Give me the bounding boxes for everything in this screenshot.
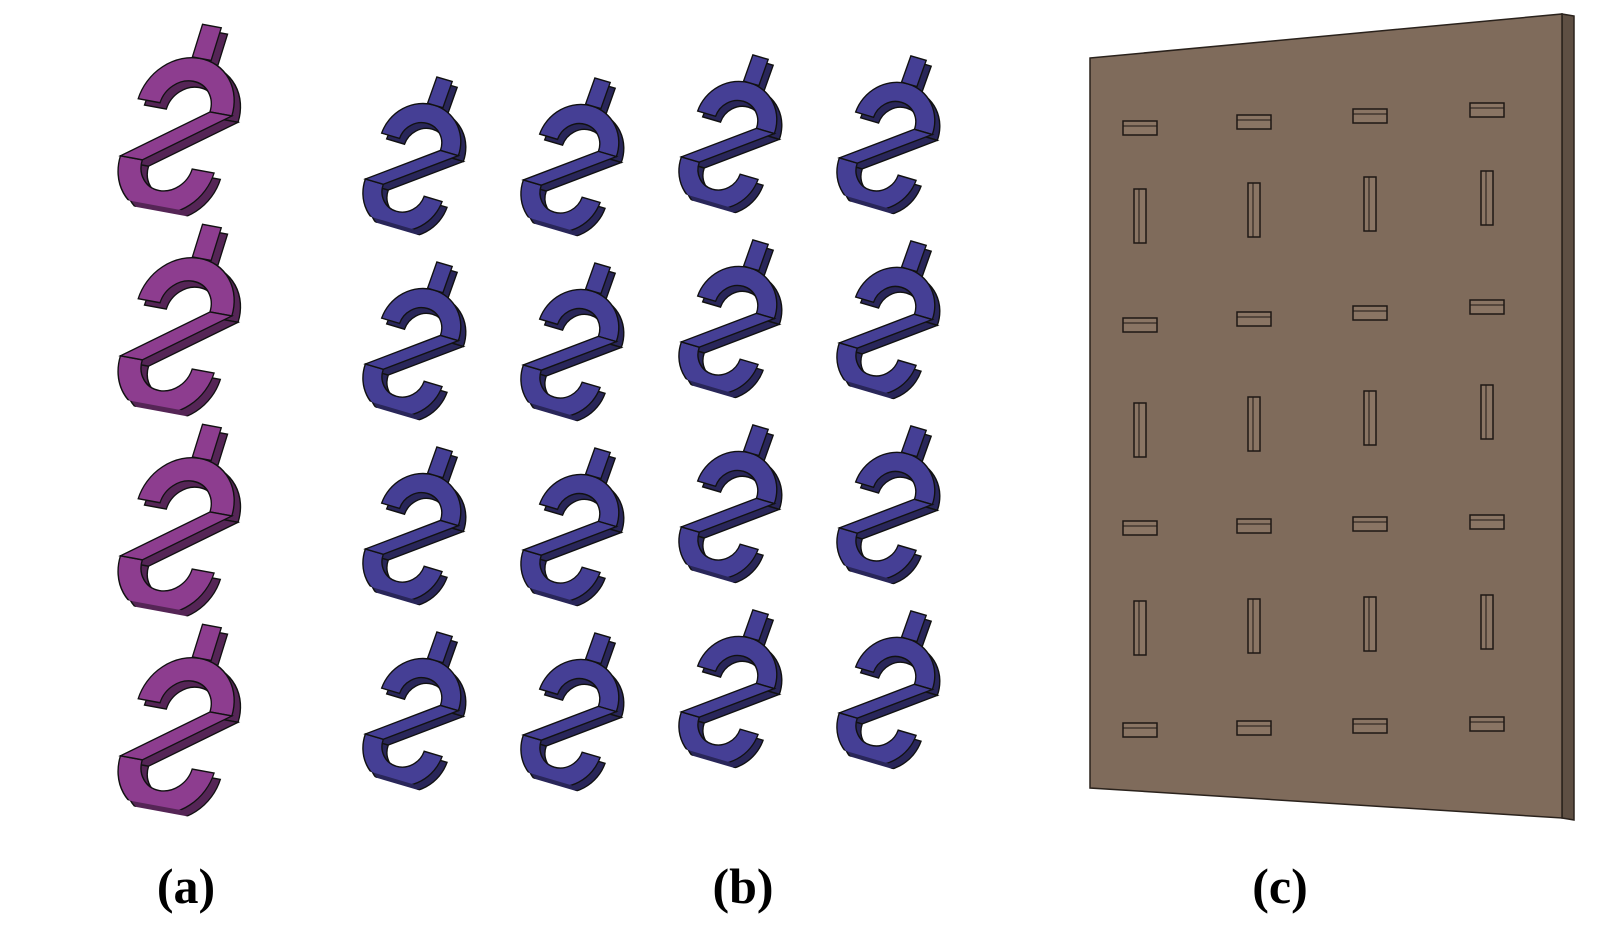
panel-a-unit [94,616,265,824]
horizontal-slot [1469,514,1505,530]
panel-b-unit [815,415,962,593]
panel-b-unit [657,229,804,407]
horizontal-slot [1352,108,1388,124]
horizontal-slot [1236,114,1272,130]
panel-b-unit [657,599,804,777]
panel-b-unit [341,436,488,614]
plate-side-edge [1561,13,1575,821]
panel-b-unit [499,252,646,430]
vertical-slot [1133,600,1147,656]
panel-b-unit [341,621,488,799]
horizontal-slot [1352,305,1388,321]
horizontal-slot [1469,716,1505,732]
horizontal-slot [1352,718,1388,734]
panel-b-unit [815,230,962,408]
panel-b-unit [657,44,804,222]
panel-b-unit [499,622,646,800]
plate-slots [1122,102,1505,738]
horizontal-slot [1122,120,1158,136]
panel-a-unit [94,416,265,624]
panel-label-b: (b) [712,858,774,914]
panel-a-unit [94,216,265,424]
panel-a-chain-structure [94,16,265,824]
vertical-slot [1363,390,1377,446]
vertical-slot [1247,182,1261,238]
panel-label-a: (a) [156,858,216,914]
vertical-slot [1480,170,1494,226]
horizontal-slot [1352,516,1388,532]
vertical-slot [1133,188,1147,244]
horizontal-slot [1122,520,1158,536]
panel-b-unit [499,437,646,615]
panel-label-c: (c) [1252,858,1308,914]
panel-c-slotted-plate [1089,13,1575,821]
panel-b-unit [341,66,488,244]
panel-b-unit [815,600,962,778]
horizontal-slot [1236,720,1272,736]
vertical-slot [1247,396,1261,452]
vertical-slot [1363,596,1377,652]
panel-b-unit [499,67,646,245]
vertical-slot [1480,384,1494,440]
panel-b-unit [341,251,488,429]
horizontal-slot [1469,102,1505,118]
vertical-slot [1480,594,1494,650]
horizontal-slot [1469,299,1505,315]
panel-b-unit [657,414,804,592]
plate-front-face [1089,13,1563,819]
vertical-slot [1363,176,1377,232]
horizontal-slot [1236,311,1272,327]
horizontal-slot [1122,317,1158,333]
vertical-slot [1247,598,1261,654]
horizontal-slot [1122,722,1158,738]
panel-a-unit [94,16,265,224]
panel-b-array-structure [341,44,962,800]
horizontal-slot [1236,518,1272,534]
panel-b-unit [815,45,962,223]
vertical-slot [1133,402,1147,458]
